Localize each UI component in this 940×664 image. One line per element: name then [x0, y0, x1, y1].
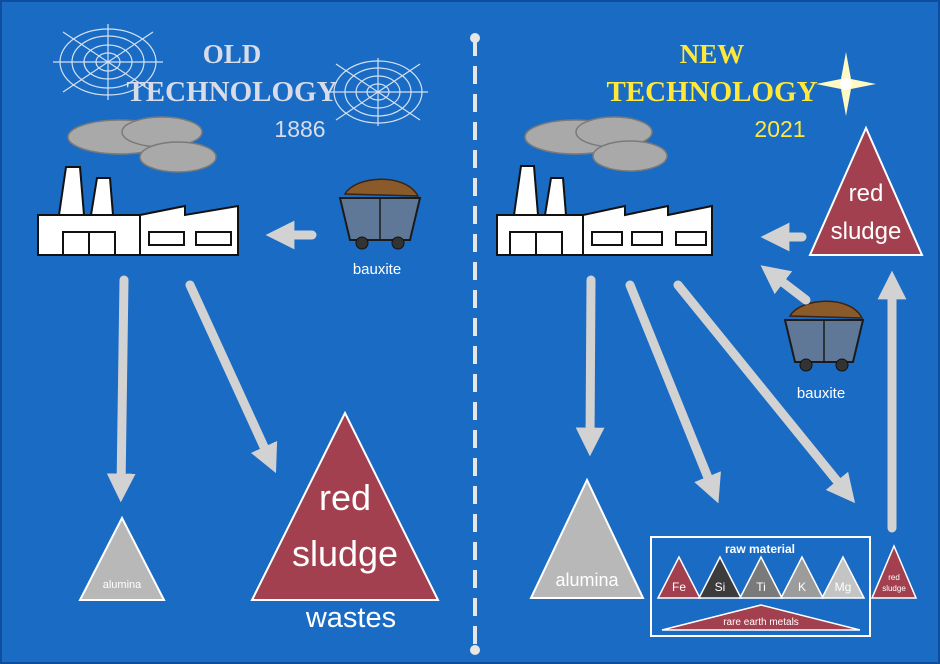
- divider-line: [470, 33, 480, 655]
- old-alumina-label: alumina: [103, 579, 142, 591]
- flow-arrows-new: [575, 222, 907, 533]
- raw-material-label: raw material: [725, 542, 795, 556]
- element-triangle-si: [697, 555, 743, 599]
- cobweb-icon: [53, 24, 163, 100]
- element-triangle-k: [779, 555, 825, 599]
- smoke-cloud-icon: [67, 116, 217, 173]
- red-sludge-input-triangle: [808, 125, 924, 256]
- cobweb-icon: [328, 58, 428, 126]
- alumina-triangle-old: [78, 515, 166, 601]
- element-label-si: Si: [715, 580, 726, 594]
- old-title-line2: TECHNOLOGY: [126, 76, 337, 108]
- element-triangle-ti: [738, 555, 784, 599]
- mine-cart-icon: [783, 300, 865, 372]
- factory-icon: [496, 165, 713, 256]
- alumina-triangle-new: [529, 477, 645, 599]
- old-year: 1886: [274, 116, 325, 142]
- element-triangle-mg: [820, 555, 866, 599]
- rare-earth-label: rare earth metals: [723, 617, 799, 628]
- new-feed-line1: red: [849, 180, 884, 207]
- rare-earth-triangle: [661, 604, 861, 631]
- element-triangle-fe: [656, 555, 702, 599]
- new-alumina-label: alumina: [555, 570, 619, 590]
- smoke-cloud-icon: [524, 116, 668, 172]
- old-bauxite-label: bauxite: [353, 261, 401, 278]
- old-title-line1: OLD: [203, 39, 262, 69]
- small-sludge-line2: sludge: [882, 584, 906, 593]
- sparkle-icon: [816, 52, 876, 116]
- old-sludge-line2: sludge: [292, 533, 398, 574]
- red-sludge-triangle-small: [870, 544, 918, 599]
- new-year: 2021: [754, 116, 805, 142]
- small-sludge-line1: red: [888, 573, 900, 582]
- element-label-mg: Mg: [835, 580, 852, 594]
- raw-material-box: [650, 536, 871, 637]
- mine-cart-icon: [338, 178, 422, 250]
- factory-icon: [37, 166, 239, 256]
- red-sludge-triangle-old: [250, 410, 440, 601]
- new-title-line2: TECHNOLOGY: [606, 76, 817, 108]
- old-sludge-line1: red: [319, 477, 371, 518]
- flow-arrows-old: [106, 220, 317, 503]
- new-bauxite-label: bauxite: [797, 385, 845, 402]
- element-label-ti: Ti: [756, 580, 766, 594]
- old-wastes-caption: wastes: [305, 602, 396, 634]
- element-label-k: K: [798, 580, 806, 594]
- new-title-line1: NEW: [680, 39, 745, 69]
- element-label-fe: Fe: [672, 580, 686, 594]
- new-feed-line2: sludge: [831, 218, 902, 245]
